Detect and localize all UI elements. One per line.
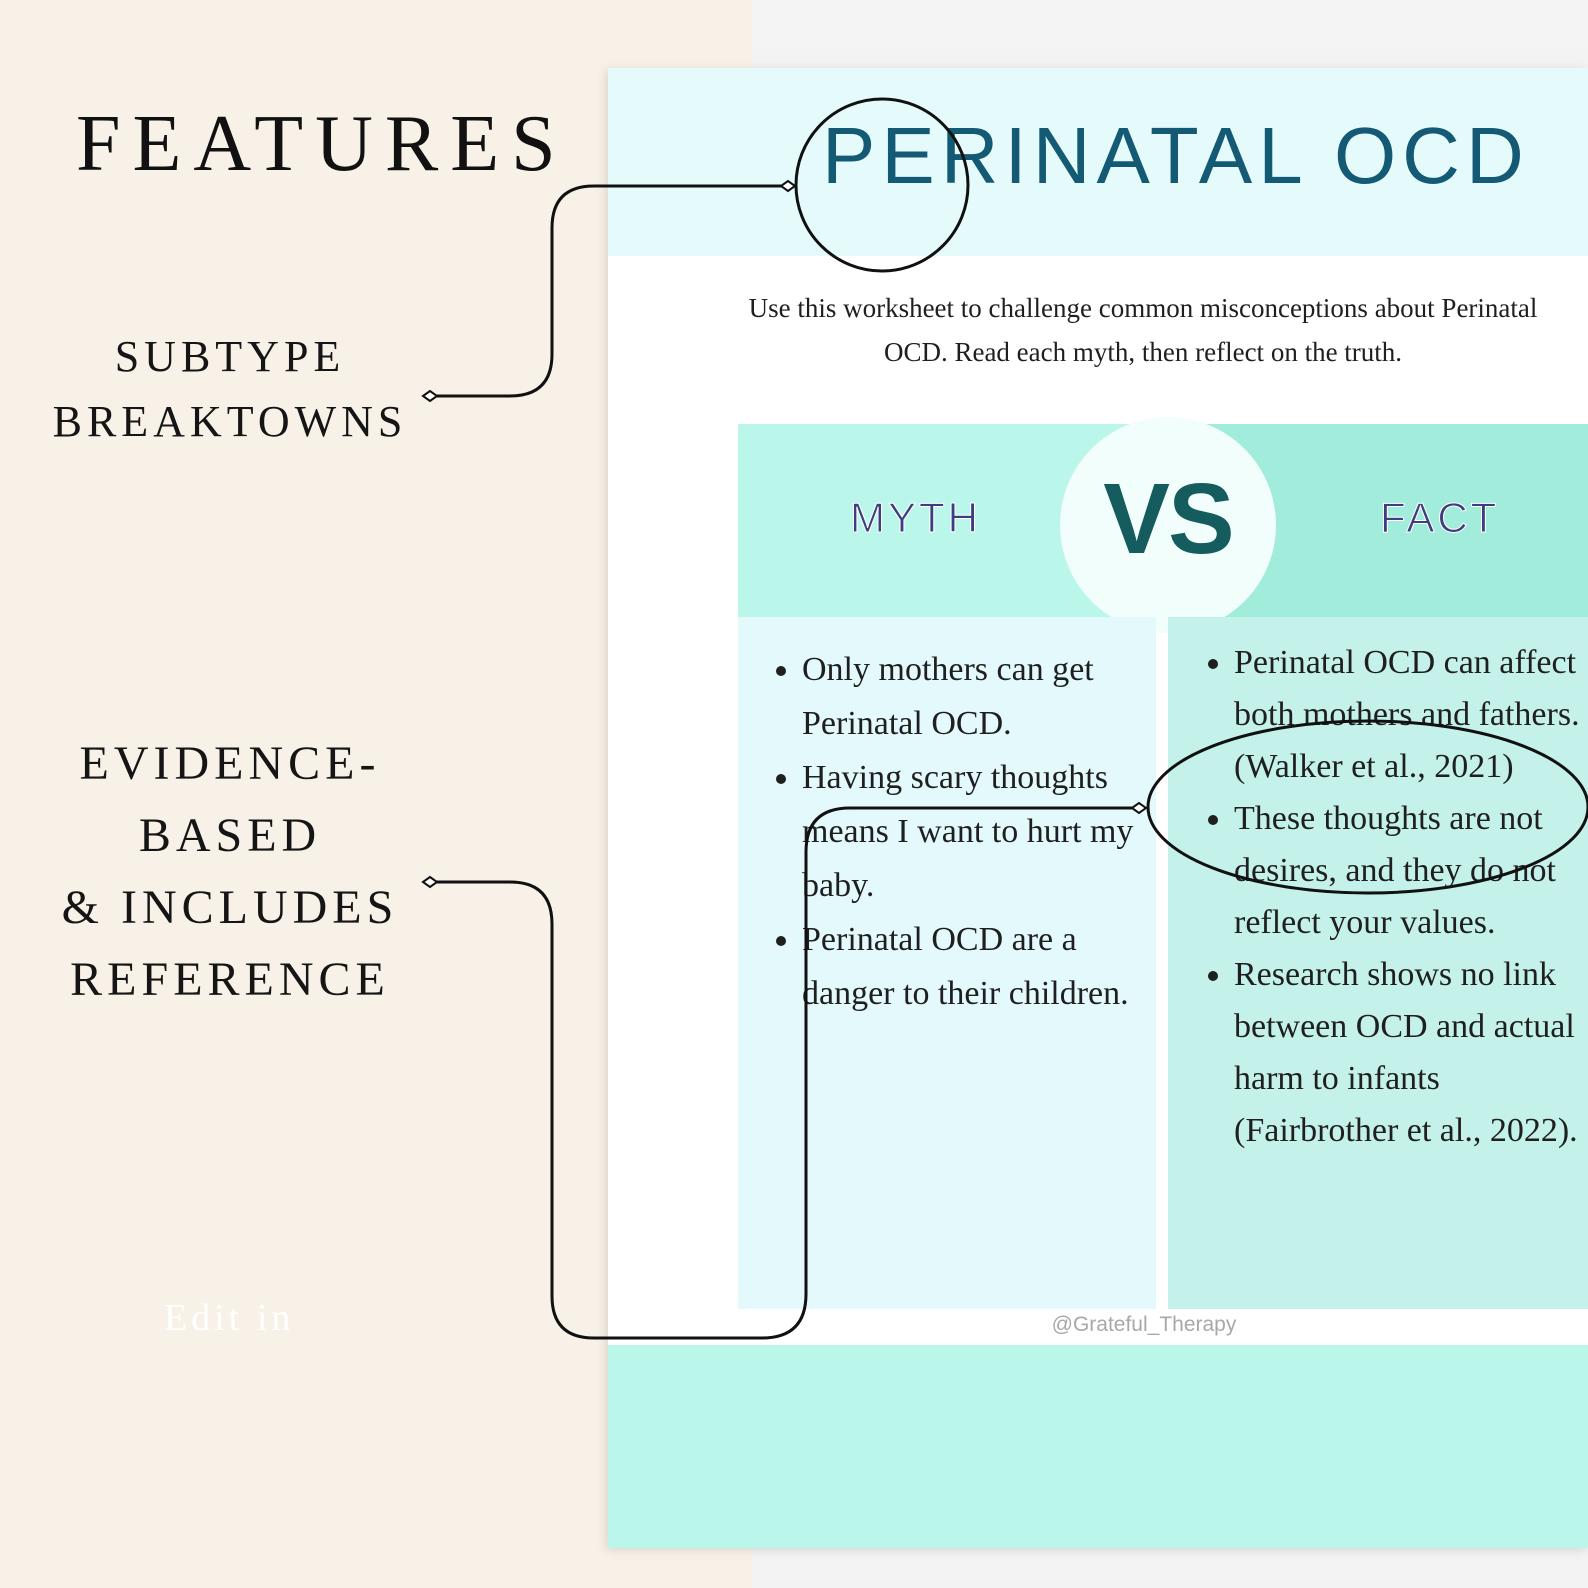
connector-end-diamond: [421, 389, 439, 403]
fact-item: Research shows no link between OCD and a…: [1234, 949, 1588, 1157]
worksheet-title: PERINATAL OCD: [822, 111, 1530, 200]
fact-column: Perinatal OCD can affect both mothers an…: [1168, 617, 1588, 1309]
callout-line: REFERENCE: [70, 953, 390, 1006]
callout-evidence-based: EVIDENCE- BASED & INCLUDES REFERENCE: [40, 728, 420, 1016]
worksheet-intro: Use this worksheet to challenge common m…: [748, 293, 1538, 367]
worksheet-header-band: [608, 68, 1588, 256]
myth-item: Having scary thoughts means I want to hu…: [802, 751, 1162, 913]
connector-end-diamond: [421, 875, 439, 889]
connector-end-diamond: [779, 179, 797, 193]
evidence-connector-line: [430, 806, 1139, 1340]
callout-line: SUBTYPE: [114, 332, 346, 381]
subtype-connector-line: [430, 184, 788, 398]
myth-list: Only mothers can get Perinatal OCD. Havi…: [766, 643, 1162, 1021]
fact-highlight-ellipse: [1146, 719, 1588, 895]
myth-column: Only mothers can get Perinatal OCD. Havi…: [738, 617, 1156, 1309]
vs-badge: VS: [1060, 417, 1276, 633]
callout-line: & INCLUDES: [61, 881, 399, 934]
fact-item: These thoughts are not desires, and they…: [1234, 793, 1588, 949]
callout-subtype-breakdowns: SUBTYPE BREAKTOWNS: [40, 324, 420, 454]
myth-item: Perinatal OCD are a danger to their chil…: [802, 913, 1162, 1021]
fact-item: Perinatal OCD can affect both mothers an…: [1234, 637, 1588, 793]
vs-label: VS: [1103, 463, 1234, 575]
connector-end-diamond: [1130, 801, 1148, 815]
callout-line: BREAKTOWNS: [52, 397, 408, 446]
features-title: FEATURES: [76, 100, 568, 188]
callout-line: EVIDENCE-: [79, 737, 381, 790]
edit-in-caption: Edit in: [164, 1297, 295, 1339]
fact-label: FACT: [1379, 494, 1500, 542]
credit-watermark: @Grateful_Therapy: [1051, 1313, 1237, 1336]
fact-list: Perinatal OCD can affect both mothers an…: [1198, 637, 1588, 1157]
title-highlight-circle: [794, 97, 970, 273]
callout-line: BASED: [138, 809, 322, 862]
myth-item: Only mothers can get Perinatal OCD.: [802, 643, 1162, 751]
worksheet-footer-band: [608, 1345, 1588, 1548]
myth-label: MYTH: [850, 494, 981, 542]
